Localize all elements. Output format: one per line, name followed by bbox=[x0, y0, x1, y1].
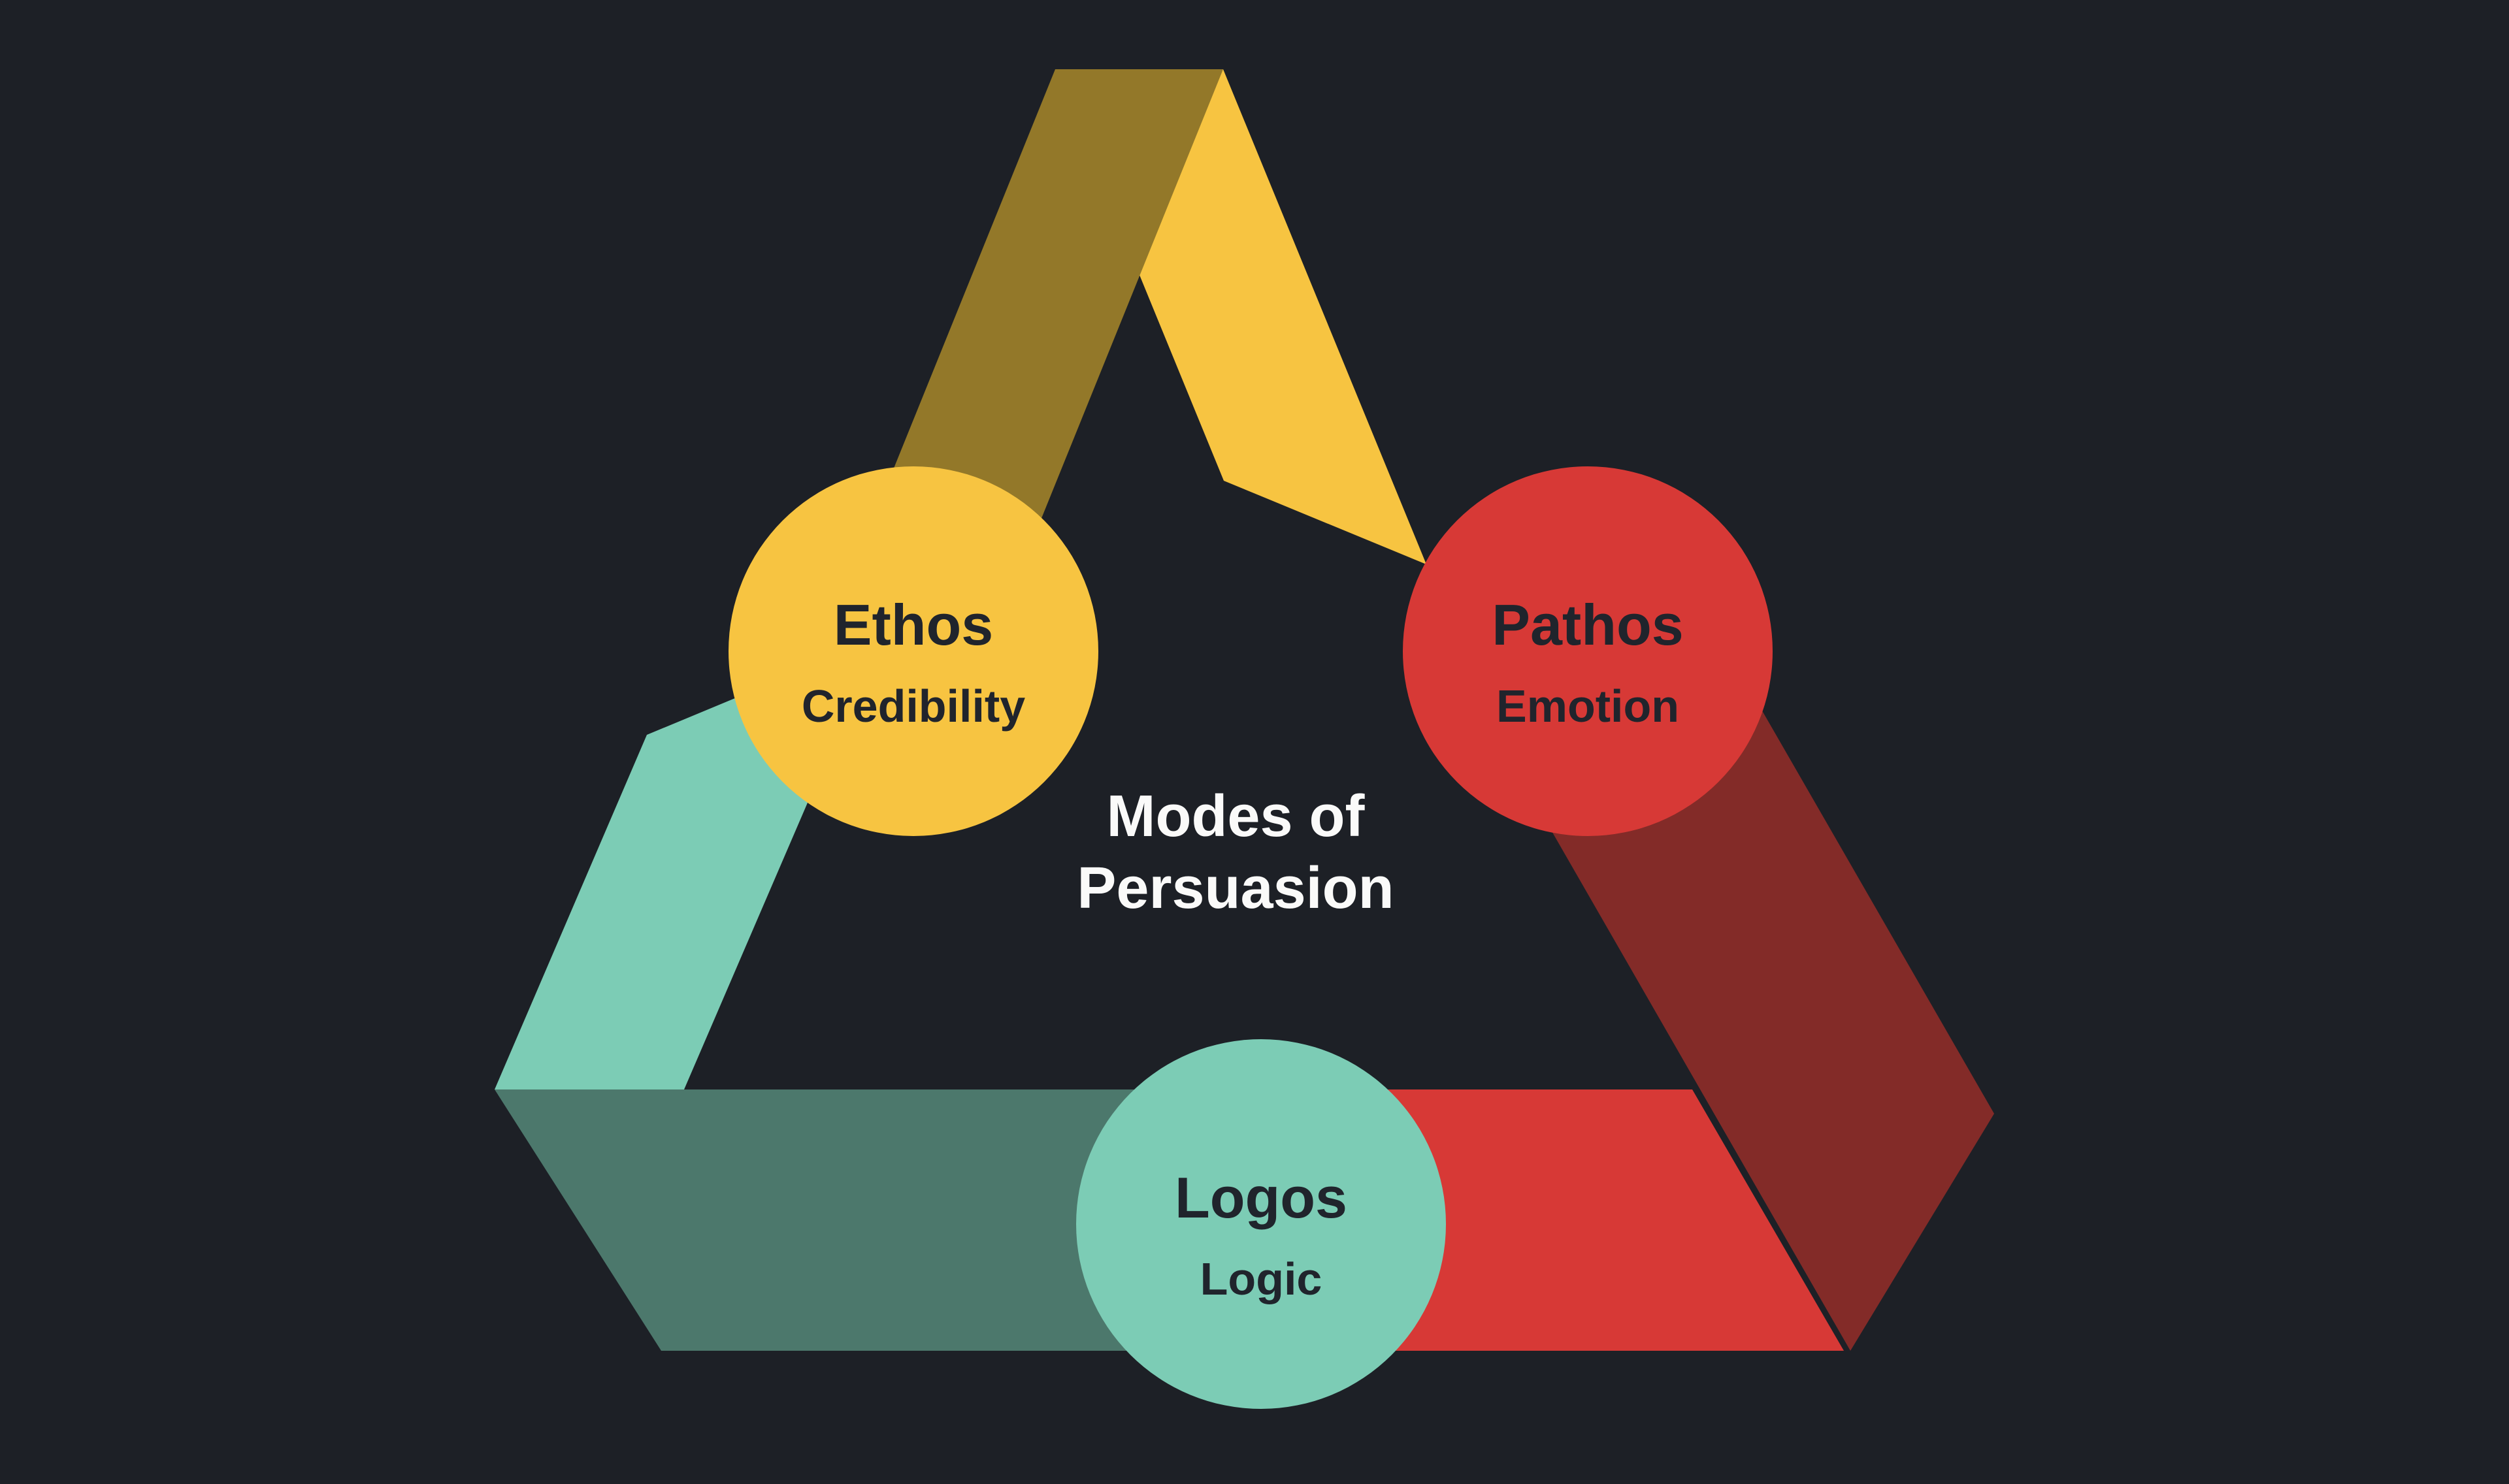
center-title: Modes of Persuasion bbox=[1077, 784, 1394, 921]
node-logos: Logos Logic bbox=[1076, 1039, 1446, 1409]
ribbon-segment-teal-dark bbox=[495, 1089, 1274, 1351]
logos-title: Logos bbox=[1175, 1165, 1347, 1230]
pathos-title: Pathos bbox=[1492, 592, 1683, 657]
pathos-circle bbox=[1403, 466, 1773, 836]
ribbon-segment-red-light bbox=[1300, 1089, 1844, 1351]
ethos-circle bbox=[729, 466, 1098, 836]
center-title-line1: Modes of bbox=[1107, 784, 1366, 849]
logos-subtitle: Logic bbox=[1200, 1253, 1322, 1304]
ribbon-segment-red-dark bbox=[1468, 686, 1994, 1351]
center-title-line2: Persuasion bbox=[1077, 856, 1394, 921]
ethos-title: Ethos bbox=[834, 592, 993, 657]
pathos-subtitle: Emotion bbox=[1496, 681, 1679, 732]
ethos-subtitle: Credibility bbox=[802, 681, 1025, 732]
node-pathos: Pathos Emotion bbox=[1403, 466, 1773, 836]
logos-circle bbox=[1076, 1039, 1446, 1409]
node-ethos: Ethos Credibility bbox=[729, 466, 1098, 836]
